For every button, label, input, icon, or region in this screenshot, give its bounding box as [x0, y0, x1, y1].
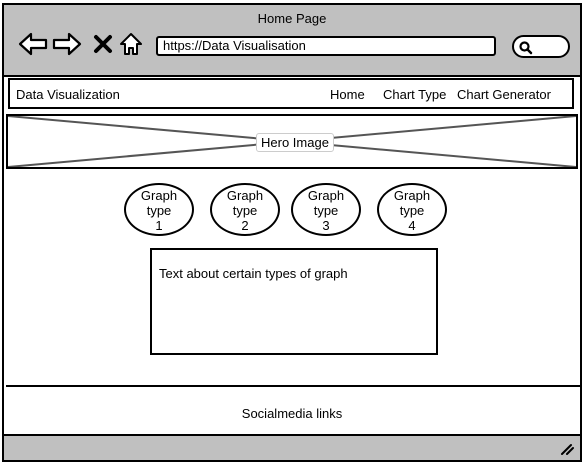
- graph-description-text: Text about certain types of graph: [159, 266, 348, 281]
- content-divider: [6, 385, 582, 387]
- hero-image-label: Hero Image: [256, 133, 334, 152]
- title-bar: Home Page https://Data Visualisation: [4, 5, 580, 77]
- url-input[interactable]: https://Data Visualisation: [156, 36, 496, 56]
- search-icon: [519, 41, 533, 55]
- status-bar: [2, 434, 582, 462]
- graph-description-box: Text about certain types of graph: [150, 248, 438, 355]
- nav-link-chart-type[interactable]: Chart Type: [383, 87, 447, 102]
- navigation-bar: Data Visualization Home Chart Type Chart…: [8, 78, 574, 109]
- close-icon[interactable]: [88, 29, 118, 59]
- back-arrow-icon[interactable]: [18, 29, 48, 59]
- browser-window: Home Page https://Data Visualisation: [2, 3, 582, 462]
- forward-arrow-icon[interactable]: [52, 29, 82, 59]
- nav-link-chart-generator[interactable]: Chart Generator: [457, 87, 551, 102]
- hero-image-placeholder: Hero Image: [6, 114, 578, 169]
- footer-social-links[interactable]: Socialmedia links: [241, 406, 343, 421]
- nav-link-home[interactable]: Home: [330, 87, 365, 102]
- home-icon[interactable]: [116, 29, 146, 59]
- search-box[interactable]: [512, 35, 570, 58]
- window-title: Home Page: [257, 11, 327, 26]
- site-brand[interactable]: Data Visualization: [16, 87, 120, 102]
- resize-grip-icon[interactable]: [560, 443, 574, 455]
